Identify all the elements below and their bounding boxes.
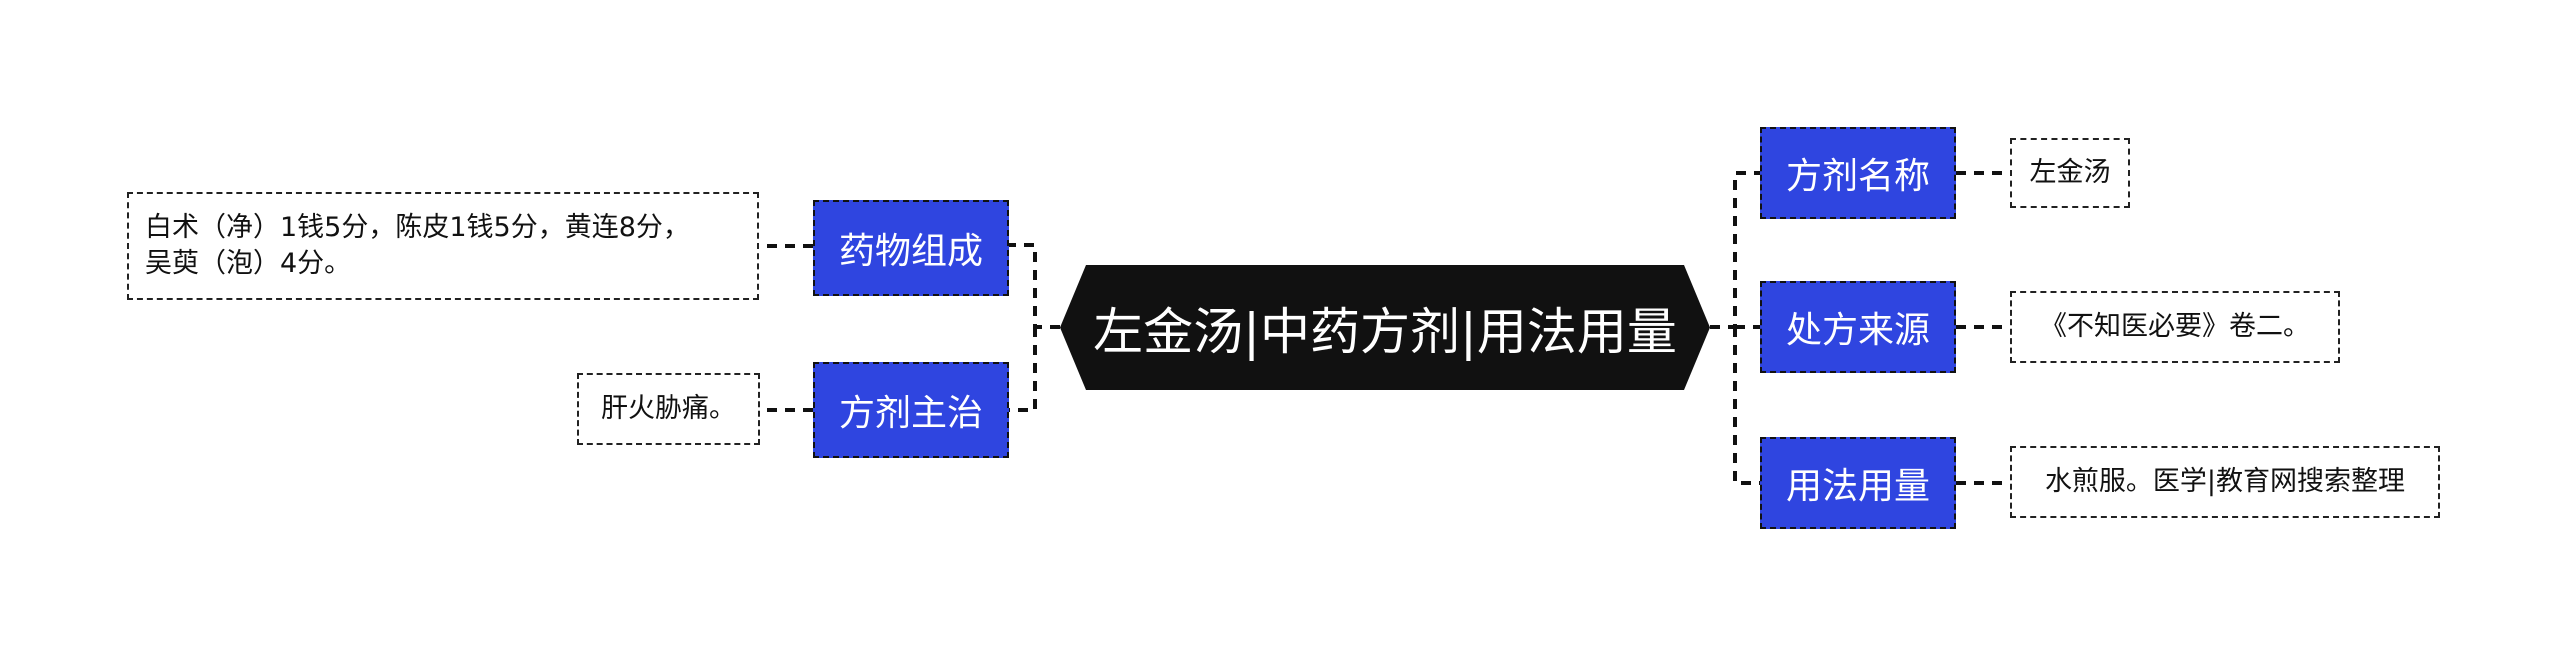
branch-label: 方剂名称: [1785, 156, 1930, 197]
leaf-text-line: 《不知医必要》卷二。: [2040, 310, 2310, 342]
branch-source[interactable]: 处方来源: [1760, 281, 1956, 373]
branch-indication[interactable]: 方剂主治: [813, 362, 1009, 458]
leaf-formula-name[interactable]: 左金汤: [2010, 138, 2130, 208]
connector-root-right: [1710, 171, 1760, 485]
leaf-source[interactable]: 《不知医必要》卷二。: [2010, 291, 2340, 363]
root-topic[interactable]: 左金汤|中药方剂|用法用量: [1060, 265, 1710, 390]
leaf-text-line: 水煎服。医学|教育网搜索整理: [2044, 465, 2406, 497]
leaf-composition[interactable]: 白术（净）1钱5分，陈皮1钱5分，黄连8分， 吴萸（泡）4分。: [127, 192, 759, 300]
branch-usage[interactable]: 用法用量: [1760, 437, 1956, 529]
branch-label: 药物组成: [838, 231, 983, 272]
leaf-text-line: 肝火胁痛。: [601, 392, 736, 424]
leaf-usage[interactable]: 水煎服。医学|教育网搜索整理: [2010, 446, 2440, 518]
branch-formula-name[interactable]: 方剂名称: [1760, 127, 1956, 219]
branch-label: 用法用量: [1785, 466, 1930, 507]
leaf-text-line: 吴萸（泡）4分。: [145, 248, 352, 279]
connector-root-left: [1009, 243, 1060, 412]
leaf-text-line: 左金汤: [2029, 156, 2111, 188]
branch-composition[interactable]: 药物组成: [813, 200, 1009, 296]
root-title: 左金汤|中药方剂|用法用量: [1093, 302, 1677, 361]
leaf-indication[interactable]: 肝火胁痛。: [577, 373, 760, 445]
branch-label: 处方来源: [1785, 310, 1930, 351]
leaf-text-line: 白术（净）1钱5分，陈皮1钱5分，黄连8分，: [145, 211, 690, 243]
branch-label: 方剂主治: [838, 393, 983, 434]
